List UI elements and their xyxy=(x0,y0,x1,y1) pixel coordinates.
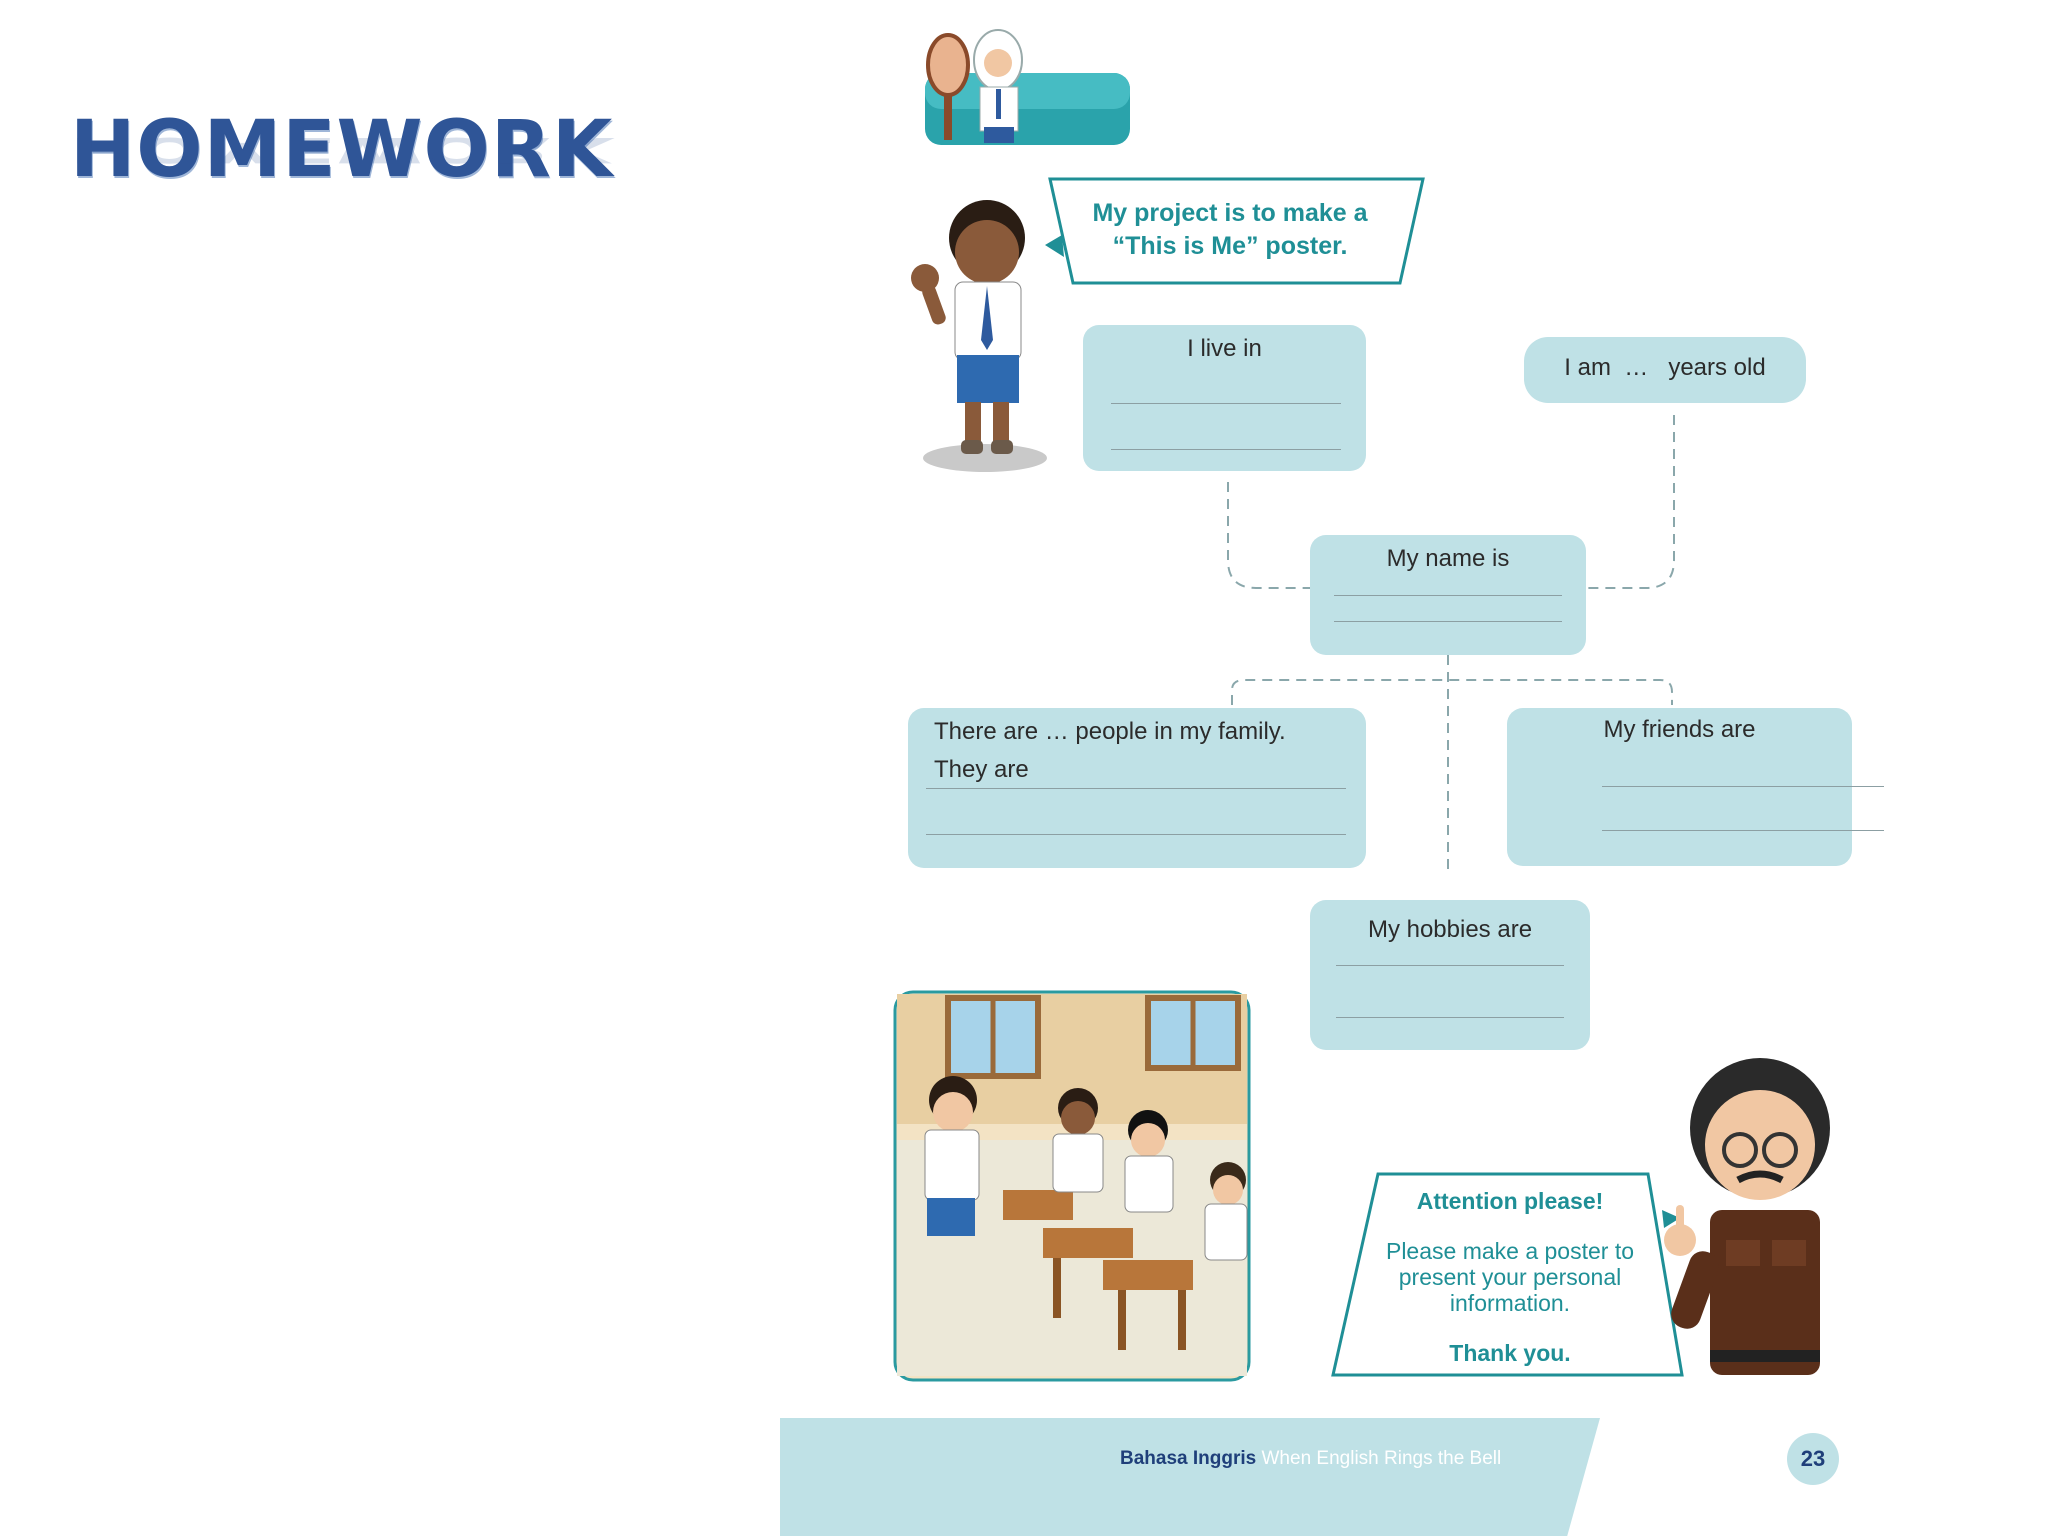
blank-line xyxy=(926,834,1346,835)
footer-book-title: Bahasa Inggris xyxy=(1120,1448,1257,1469)
student-speech-bubble xyxy=(1045,177,1425,285)
classroom-illustration xyxy=(893,990,1251,1382)
teacher-speech-bubble xyxy=(1331,1172,1684,1377)
blank-line xyxy=(1602,786,1884,787)
girl-mirror-illustration xyxy=(925,29,1130,145)
blank-line xyxy=(1111,449,1341,450)
slide-title: HOMEWORK xyxy=(70,105,614,195)
family-box: There are … people in my family. They ar… xyxy=(908,708,1366,868)
footer-text: Bahasa Inggris When English Rings the Be… xyxy=(1120,1448,1501,1470)
name-label: My name is xyxy=(1386,545,1510,572)
live-in-box: I live in xyxy=(1083,325,1366,471)
teacher-illustration xyxy=(1664,1058,1830,1375)
friends-label: My friends are xyxy=(1603,716,1756,743)
hobbies-box: My hobbies are xyxy=(1310,900,1590,1050)
live-in-label: I live in xyxy=(1187,335,1262,362)
teacher-speech-body: Please make a poster to present your per… xyxy=(1385,1238,1635,1316)
family-label-line2: They are xyxy=(934,756,1029,783)
blank-line xyxy=(1334,621,1562,622)
footer-subtitle: When English Rings the Bell xyxy=(1261,1448,1502,1469)
teacher-speech-heading: Attention please! xyxy=(1416,1188,1604,1214)
hobbies-label: My hobbies are xyxy=(1367,916,1533,943)
age-label: I am … years old xyxy=(1564,354,1766,381)
friends-box: My friends are xyxy=(1507,708,1884,866)
blank-line xyxy=(1336,1017,1564,1018)
blank-line xyxy=(1602,830,1884,831)
student-speech-text: My project is to make a “This is Me” pos… xyxy=(1092,199,1368,260)
blank-line xyxy=(1336,965,1564,966)
page-number: 23 xyxy=(1787,1433,1839,1485)
footer-band xyxy=(780,1418,1600,1536)
boy-waving-illustration xyxy=(911,200,1047,472)
name-box: My name is xyxy=(1310,535,1586,655)
blank-line xyxy=(1334,595,1562,596)
family-label-line1: There are … people in my family. xyxy=(934,718,1286,745)
blank-line xyxy=(1111,403,1341,404)
teacher-speech-closing: Thank you. xyxy=(1449,1340,1571,1366)
blank-line xyxy=(926,788,1346,789)
age-box: I am … years old xyxy=(1524,337,1806,403)
